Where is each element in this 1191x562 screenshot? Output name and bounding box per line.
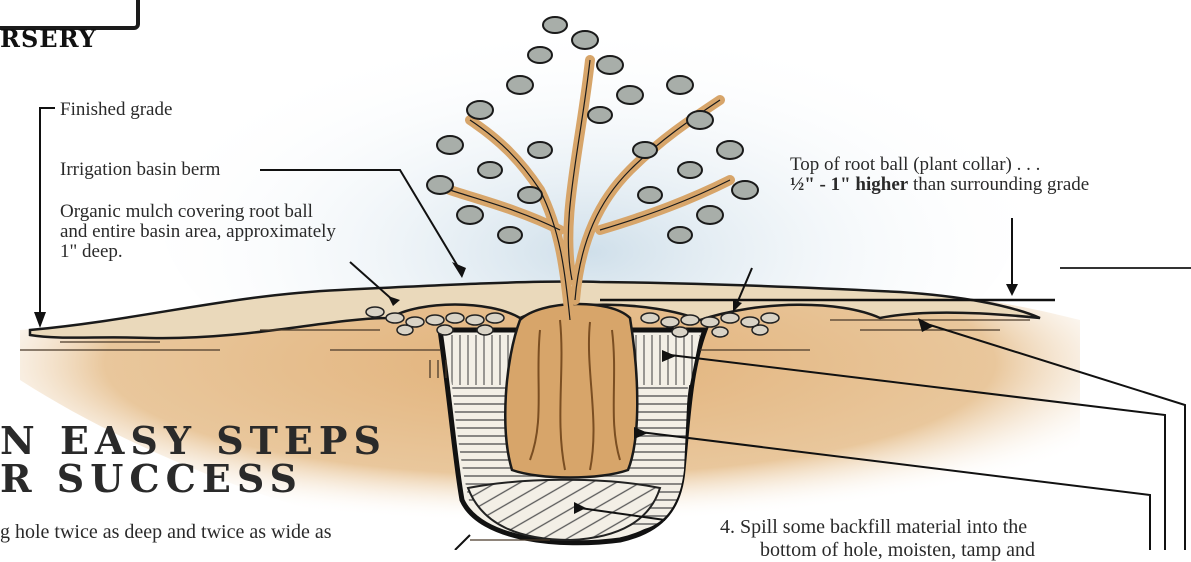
label-irrigation-berm: Irrigation basin berm (60, 160, 220, 180)
label-mulch: Organic mulch covering root ball and ent… (60, 202, 336, 262)
step-1-text: g hole twice as deep and twice as wide a… (0, 520, 332, 544)
step-4-line1: 4. Spill some backfill material into the (720, 515, 1027, 539)
step-4-line2: bottom of hole, moisten, tamp and (760, 538, 1035, 562)
label-finished-grade: Finished grade (60, 100, 172, 120)
logo-text: RSERY (0, 24, 97, 53)
headline-line2: R SUCCESS (0, 456, 303, 501)
label-root-collar: Top of root ball (plant collar) . . . ½"… (790, 155, 1089, 195)
